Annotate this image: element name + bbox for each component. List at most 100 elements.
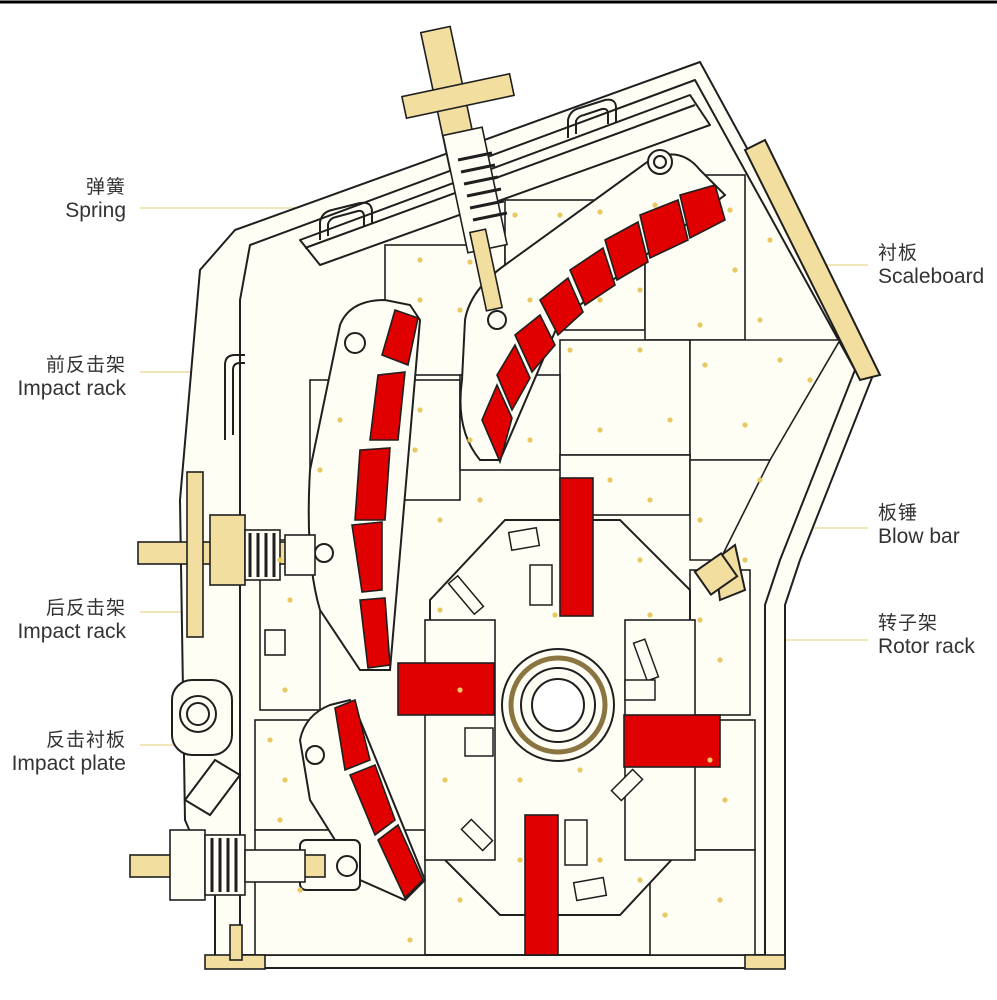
bolt-dot [742,557,748,563]
bolt-dot [467,437,473,443]
base-rail [204,629,786,970]
right-edge-plate [693,138,882,602]
bolt-dot [647,497,653,503]
blow-bar-bottom [524,814,559,956]
label-blow-bar-en: Blow bar [878,524,960,548]
bolt-dot [442,777,448,783]
blow-bar-right [623,714,721,768]
label-blow-bar: 板锤 Blow bar [878,503,988,549]
label-rear-impact-rack-zh: 后反击架 [45,598,126,619]
rotor-rack [424,519,696,916]
bolt-dot [267,737,273,743]
bolt-dot [597,297,603,303]
label-scaleboard: 衬板 Scaleboard [878,243,988,289]
bolt-dot [527,297,533,303]
bolt-dot [277,557,283,563]
scaleboard-liner-8 [481,383,513,465]
bolt-dot [282,777,288,783]
handle-1 [319,201,373,240]
label-front-impact-rack-en: Impact rack [17,376,126,400]
bolt-dot [607,477,613,483]
bolt-dot [647,612,653,618]
bolt-dot [297,887,303,893]
label-impact-plate-zh: 反击衬板 [45,730,126,751]
handle-2 [567,98,617,138]
lifting-handles [224,98,617,440]
label-spring-en: Spring [65,198,126,222]
scaleboard-liner-5 [538,276,584,337]
bolt-dot [742,422,748,428]
bolt-dot [412,447,418,453]
bolt-dot [457,897,463,903]
bolt-dot [407,937,413,943]
bolt-dot [457,307,463,313]
rear-liner-1 [381,308,419,367]
blow-bar-left [397,662,495,716]
bolt-dot [417,407,423,413]
inner-frame [239,79,856,956]
spring-coil-top [457,151,508,222]
scaleboard-liner-3 [604,220,649,282]
spring-adjuster-middle [137,471,316,638]
bolt-dot [732,267,738,273]
bolt-dot [517,857,523,863]
bolt-dot [317,467,323,473]
label-scaleboard-zh: 衬板 [878,243,919,264]
bolt-dot [757,477,763,483]
bolt-dot [277,817,283,823]
label-rotor-rack-en: Rotor rack [878,634,975,658]
label-scaleboard-en: Scaleboard [878,264,985,288]
label-rear-impact-rack-en: Impact rack [17,619,126,643]
bolt-dot [282,687,288,693]
scaleboard-liner-7 [496,343,531,412]
bolt-dot [637,557,643,563]
bolt-dot [577,767,583,773]
bolt-dot [777,357,783,363]
bolt-dot [287,597,293,603]
scaleboard-liner-4 [569,246,616,307]
rotor-fixtures [447,526,660,902]
bolt-dot [437,607,443,613]
bolt-dot [467,259,473,265]
bolt-dot [597,857,603,863]
impact-liner-3 [377,823,424,900]
bolt-dot [567,347,573,353]
bolt-dot [707,757,713,763]
bolt-dot [637,287,643,293]
bolt-dot [697,322,703,328]
scaleboard-liner-6 [514,313,556,374]
label-rear-impact-rack: 后反击架 Impact rack [10,598,126,644]
bolt-dot [457,687,463,693]
label-front-impact-rack: 前反击架 Impact rack [10,355,126,401]
rear-liner-5 [359,597,391,669]
bolt-dot [757,317,763,323]
label-rotor-rack-zh: 转子架 [878,613,939,634]
bolt-dot [717,657,723,663]
top-cover-line [304,104,696,249]
bolt-dot [337,417,343,423]
scaleboard-liner-2 [639,198,689,260]
label-spring-zh: 弹簧 [85,177,126,198]
label-spring: 弹簧 Spring [40,177,126,223]
label-impact-plate-en: Impact plate [11,751,126,775]
spring-coil-middle [248,533,276,577]
spring-adjuster-bottom [129,829,326,901]
bolt-dot [477,497,483,503]
handle-side [224,354,245,440]
impact-liner-1 [334,698,371,772]
bolt-dot [527,437,533,443]
bolt-dot [512,212,518,218]
bolt-dot [417,257,423,263]
rear-liner-2 [369,371,406,441]
bolt-dot [807,377,813,383]
bolt-dot [702,362,708,368]
bolt-dot [652,202,658,208]
rear-liner-4 [351,521,383,593]
red-parts [334,184,726,956]
bolt-dot [767,237,773,243]
label-front-impact-rack-zh: 前反击架 [45,355,126,376]
bolt-dot [517,777,523,783]
label-blow-bar-zh: 板锤 [878,503,919,524]
bolt-dot [597,427,603,433]
